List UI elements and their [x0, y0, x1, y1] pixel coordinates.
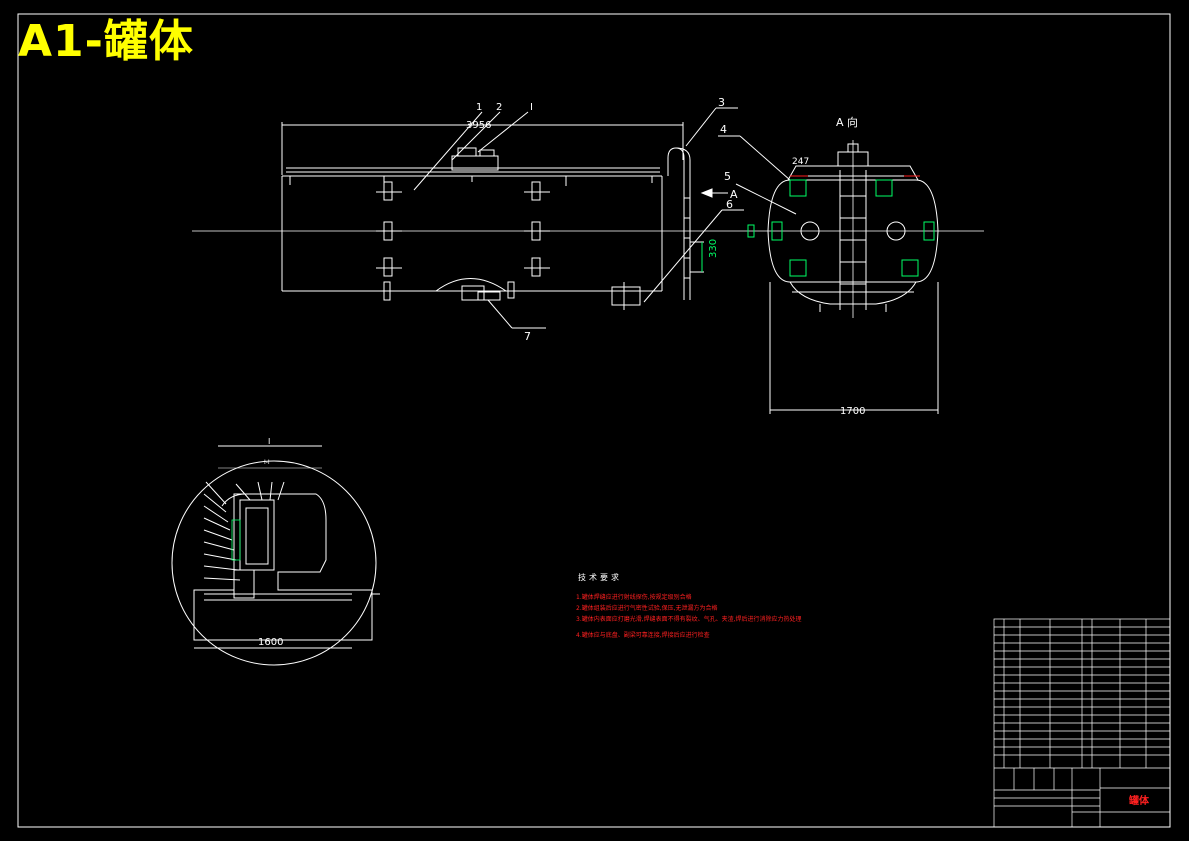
part-label-6: 6 [726, 198, 733, 211]
part-label-1: 1 [476, 102, 482, 113]
dim-length: 3956 [466, 120, 491, 131]
title-block-name: 罐体 [1129, 796, 1149, 807]
technical-requirements-title: 技术要求 [578, 573, 622, 582]
dim-nozzle-height: 330 [708, 239, 719, 258]
dim-top-width: 247 [792, 157, 809, 167]
tank-side-view [718, 135, 984, 414]
part-label-3: 3 [718, 96, 725, 109]
part-label-4: 4 [720, 123, 727, 136]
part-label-I: I [530, 102, 533, 113]
view-arrow-label: A [730, 188, 738, 201]
dim-detail-width: 1600 [258, 637, 283, 648]
sheet-border [17, 13, 1171, 828]
part-label-5: 5 [724, 170, 731, 183]
side-view-label: A 向 [836, 115, 858, 129]
requirement-1: 1.罐体焊缝应进行射线探伤,按规定级别合格 [576, 594, 692, 601]
part-label-7: 7 [524, 330, 531, 343]
part-label-2: 2 [496, 102, 502, 113]
tank-main-view [192, 107, 760, 329]
detail-view-i [171, 445, 380, 666]
requirement-2: 2.罐体组装后应进行气密性试验,保压,无泄漏方为合格 [576, 605, 718, 612]
requirement-3: 3.罐体内表面应打磨光滑,焊缝表面不得有裂纹、气孔、夹渣,焊后进行消除应力热处理 [576, 616, 802, 623]
detail-label: I [268, 437, 270, 446]
detail-sublabel: I-I [264, 459, 270, 466]
sheet-title: A1-罐体 [18, 16, 194, 67]
parts-list [993, 618, 1171, 828]
dim-span: 1700 [840, 406, 865, 417]
requirement-4: 4.罐体应与底盘、副梁可靠连接,焊接后应进行检查 [576, 632, 710, 639]
